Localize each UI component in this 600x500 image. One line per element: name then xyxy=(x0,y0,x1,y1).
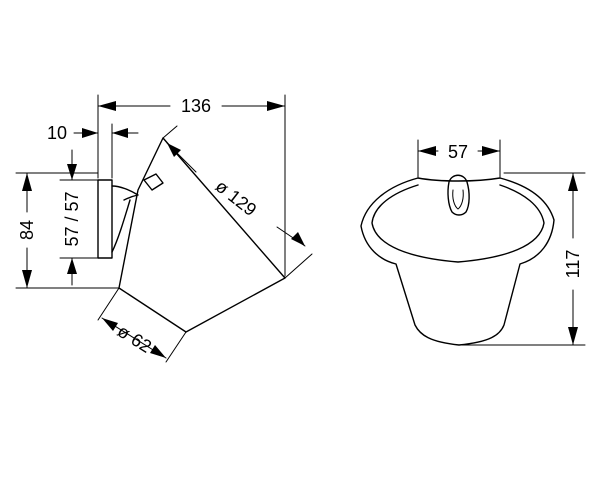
knob xyxy=(143,173,164,191)
cone-top-edge xyxy=(417,177,501,182)
front-view: 57 117 xyxy=(360,139,586,346)
dim-cone-diameter: ø 129 xyxy=(212,176,261,220)
dim-bottom-diameter: ø 62 xyxy=(114,321,155,357)
cone-inner-rim xyxy=(371,184,545,263)
dim-wall-offset: 10 xyxy=(47,123,67,143)
knob-front xyxy=(447,174,470,216)
dim-mount-width: 57 xyxy=(448,142,468,162)
wall-plate xyxy=(97,179,113,259)
dim-front-height: 117 xyxy=(563,250,583,279)
dim-mount-spacing: 57 / 57 xyxy=(62,191,82,246)
mount-bracket xyxy=(111,185,139,253)
cone-front-outline xyxy=(360,177,555,346)
side-view: 136 10 ø 129 84 57 / 57 xyxy=(15,94,313,363)
dim-height: 84 xyxy=(17,220,37,240)
dim-overall-width: 136 xyxy=(181,96,211,116)
cone-body xyxy=(118,137,286,333)
